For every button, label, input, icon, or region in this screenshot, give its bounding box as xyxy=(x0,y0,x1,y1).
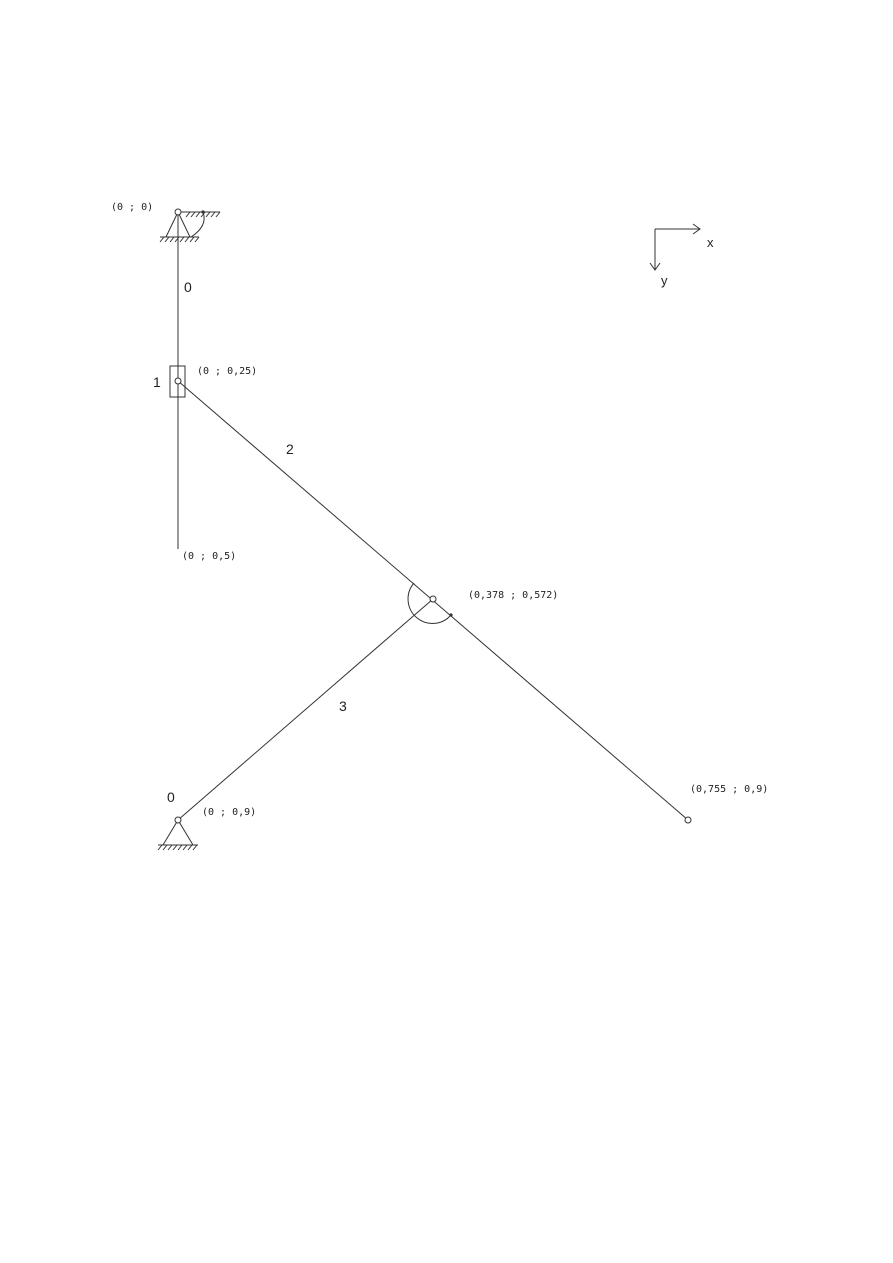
slider-hinge xyxy=(174,377,182,385)
link2-end-hinge xyxy=(684,816,692,824)
slider-block xyxy=(169,365,186,398)
number-link-2: 2 xyxy=(286,441,294,457)
link-3 xyxy=(177,598,434,821)
label-guide-end: (0 ; 0,5) xyxy=(182,551,236,562)
number-ground-bottom: 0 xyxy=(167,789,175,805)
label-link2-end: (0,755 ; 0,9) xyxy=(690,784,768,795)
top-ground-support xyxy=(159,208,221,243)
y-axis-label: y xyxy=(661,273,668,288)
axes-indicator: x y xyxy=(649,223,714,288)
angle-mark-dot xyxy=(449,613,453,617)
label-slider-point: (0 ; 0,25) xyxy=(197,366,257,377)
number-ground-top: 0 xyxy=(184,279,192,295)
x-axis-label: x xyxy=(707,235,714,250)
label-ground-b: (0 ; 0,9) xyxy=(202,807,256,818)
angle-arc xyxy=(407,582,452,624)
number-slider: 1 xyxy=(153,374,161,390)
label-origin: (0 ; 0) xyxy=(111,202,153,213)
number-link-3: 3 xyxy=(339,698,347,714)
joint-hinge xyxy=(429,595,437,603)
bottom-ground-support xyxy=(157,816,198,851)
label-joint: (0,378 ; 0,572) xyxy=(468,590,558,601)
